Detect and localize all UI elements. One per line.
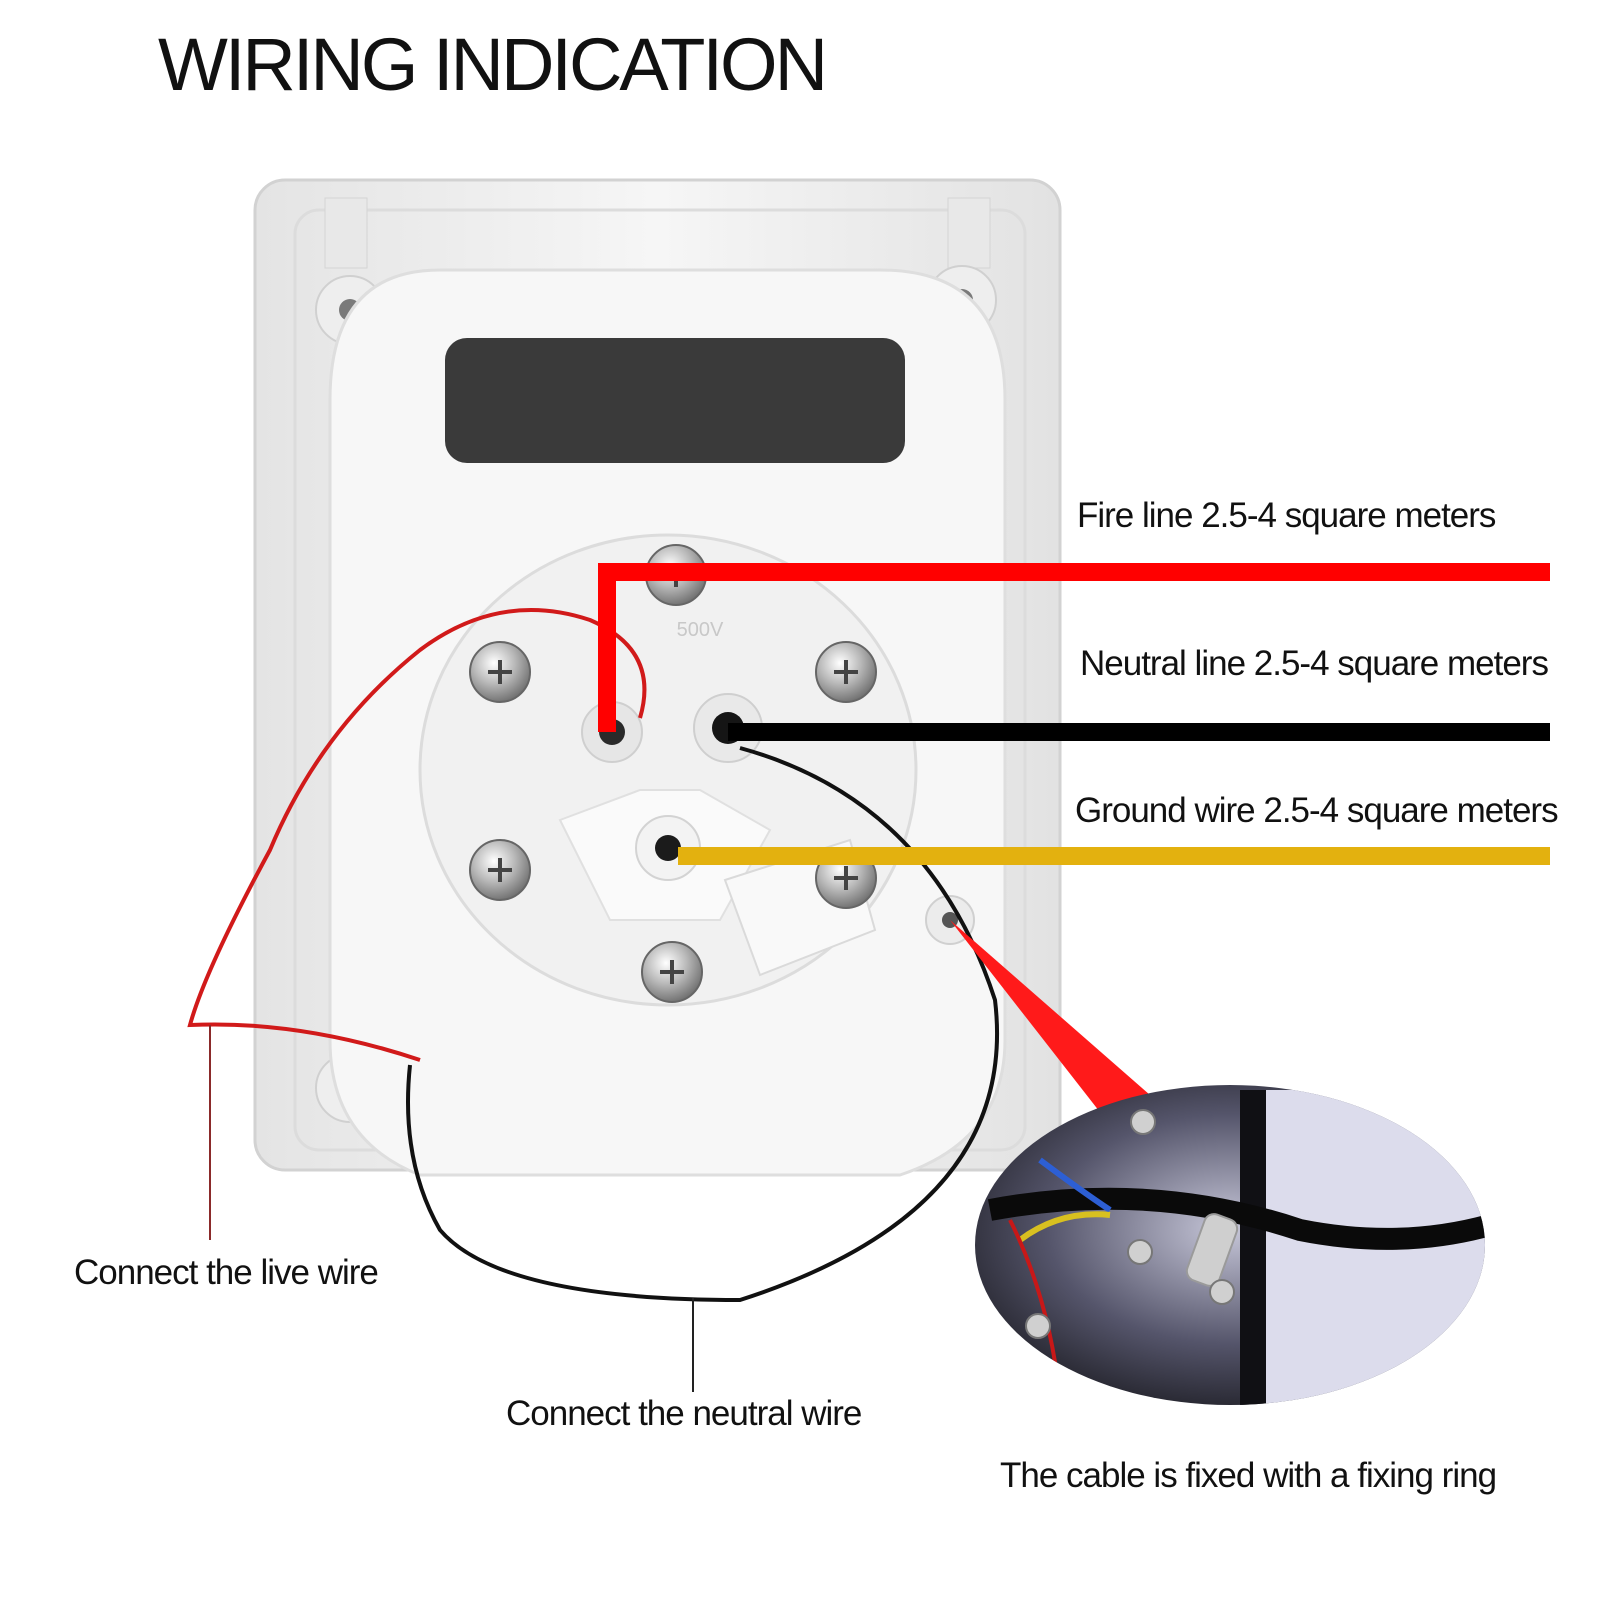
- internal-red-wire: [187, 608, 647, 1062]
- terminal-block: 500V: [418, 533, 918, 1007]
- fire-line-label: Fire line 2.5-4 square meters: [1077, 496, 1496, 535]
- callout-pointer: [950, 920, 1150, 1125]
- voltage-marking: 500V: [677, 619, 724, 641]
- ground-wire-label: Ground wire 2.5-4 square meters: [1075, 791, 1559, 830]
- fixing-ring-inset: [975, 1085, 1485, 1405]
- fixing-ring-label: The cable is fixed with a fixing ring: [1000, 1456, 1497, 1495]
- live-wire-label: Connect the live wire: [74, 1253, 379, 1292]
- internal-black-wire: [406, 746, 1000, 1303]
- screw: [469, 839, 531, 901]
- neutral-wire-label: Connect the neutral wire: [506, 1394, 862, 1433]
- page-title: WIRING INDICATION: [158, 23, 828, 106]
- screw: [641, 941, 703, 1003]
- fire-line-wire: [598, 563, 1550, 732]
- screw: [469, 641, 531, 703]
- display-window: [445, 338, 905, 463]
- screw: [815, 641, 877, 703]
- neutral-line-label: Neutral line 2.5-4 square meters: [1080, 644, 1549, 683]
